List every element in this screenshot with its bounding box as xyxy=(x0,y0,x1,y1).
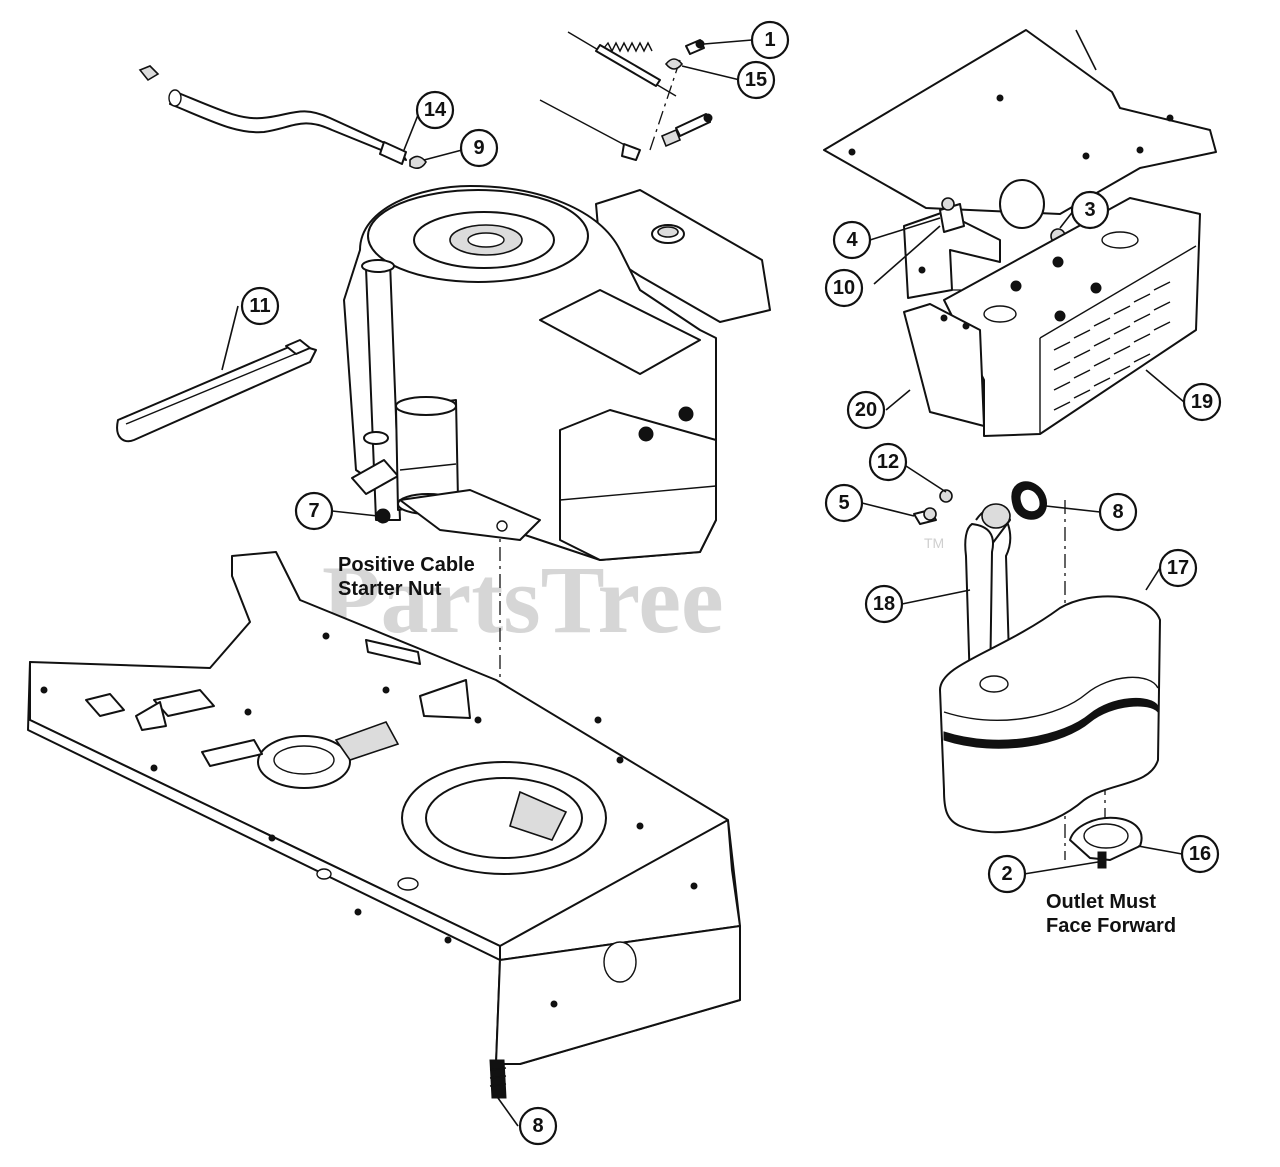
heat-shield-20 xyxy=(903,303,985,427)
svg-text:18: 18 xyxy=(873,593,895,615)
engine-block xyxy=(343,185,771,561)
callout-19: 19 xyxy=(1182,382,1222,422)
starter-nut-7 xyxy=(375,508,391,524)
svg-text:1: 1 xyxy=(764,29,775,51)
svg-text:5: 5 xyxy=(838,492,849,514)
note-starter-nut-line2: Starter Nut xyxy=(338,578,442,600)
air-intake-tube xyxy=(138,65,407,165)
callout-7: 7 xyxy=(294,491,334,531)
svg-text:19: 19 xyxy=(1191,391,1213,413)
watermark-trademark: TM xyxy=(924,535,944,551)
callout-16: 16 xyxy=(1180,834,1220,874)
callout-14: 14 xyxy=(415,90,455,130)
callout-10: 10 xyxy=(824,268,864,308)
clamp-9 xyxy=(409,155,427,170)
callout-12: 12 xyxy=(868,442,908,482)
callout-15: 15 xyxy=(736,60,776,100)
svg-text:12: 12 xyxy=(877,451,899,473)
callout-3: 3 xyxy=(1070,190,1110,230)
belt-guard-11 xyxy=(116,339,317,443)
note-starter-nut-line1: Positive Cable xyxy=(338,554,475,576)
callout-20: 20 xyxy=(846,390,886,430)
callout-5: 5 xyxy=(824,483,864,523)
throttle-cable-spring xyxy=(567,31,677,97)
svg-text:10: 10 xyxy=(833,277,855,299)
screw-1 xyxy=(685,39,705,55)
note-positive-cable-starter-nut: Positive Cable Starter Nut xyxy=(338,554,475,600)
heat-shield-19 xyxy=(943,197,1201,437)
svg-text:17: 17 xyxy=(1167,557,1189,579)
screw-5 xyxy=(913,507,937,525)
svg-text:2: 2 xyxy=(1001,863,1012,885)
svg-text:3: 3 xyxy=(1084,199,1095,221)
bolt-8-frame xyxy=(489,1059,507,1099)
screw-bracket xyxy=(660,113,713,148)
svg-text:11: 11 xyxy=(249,295,270,317)
callout-8-gasket: 8 xyxy=(1098,492,1138,532)
svg-text:8: 8 xyxy=(532,1115,543,1137)
callout-18: 18 xyxy=(864,584,904,624)
chassis-frame xyxy=(27,551,741,1065)
callout-9: 9 xyxy=(459,128,499,168)
svg-text:9: 9 xyxy=(473,137,484,159)
note-outlet-must-face-forward: Outlet Must Face Forward xyxy=(1046,891,1176,937)
svg-text:8: 8 xyxy=(1112,501,1123,523)
lockwasher-12 xyxy=(939,489,953,503)
note-outlet-line1: Outlet Must xyxy=(1046,891,1156,913)
gasket-8 xyxy=(1011,481,1047,520)
callout-11: 11 xyxy=(240,286,280,326)
muffler-bracket-plate xyxy=(823,29,1217,229)
svg-text:4: 4 xyxy=(846,229,858,251)
bolt-10 xyxy=(939,197,965,233)
callout-8-frame-bolt: 8 xyxy=(518,1106,558,1146)
svg-text:7: 7 xyxy=(308,500,319,522)
callout-2: 2 xyxy=(987,854,1027,894)
svg-text:15: 15 xyxy=(745,69,767,91)
svg-text:20: 20 xyxy=(855,399,877,421)
choke-rod xyxy=(539,99,641,161)
watermark-text: PartsTree xyxy=(322,546,724,653)
callout-1: 1 xyxy=(750,20,790,60)
clip-15 xyxy=(664,58,684,70)
note-outlet-line2: Face Forward xyxy=(1046,915,1176,937)
svg-text:14: 14 xyxy=(424,99,447,121)
screw-2 xyxy=(1097,851,1107,869)
svg-text:16: 16 xyxy=(1189,843,1211,865)
callout-4: 4 xyxy=(832,220,872,260)
callout-17: 17 xyxy=(1158,548,1198,588)
muffler-17 xyxy=(939,595,1161,834)
